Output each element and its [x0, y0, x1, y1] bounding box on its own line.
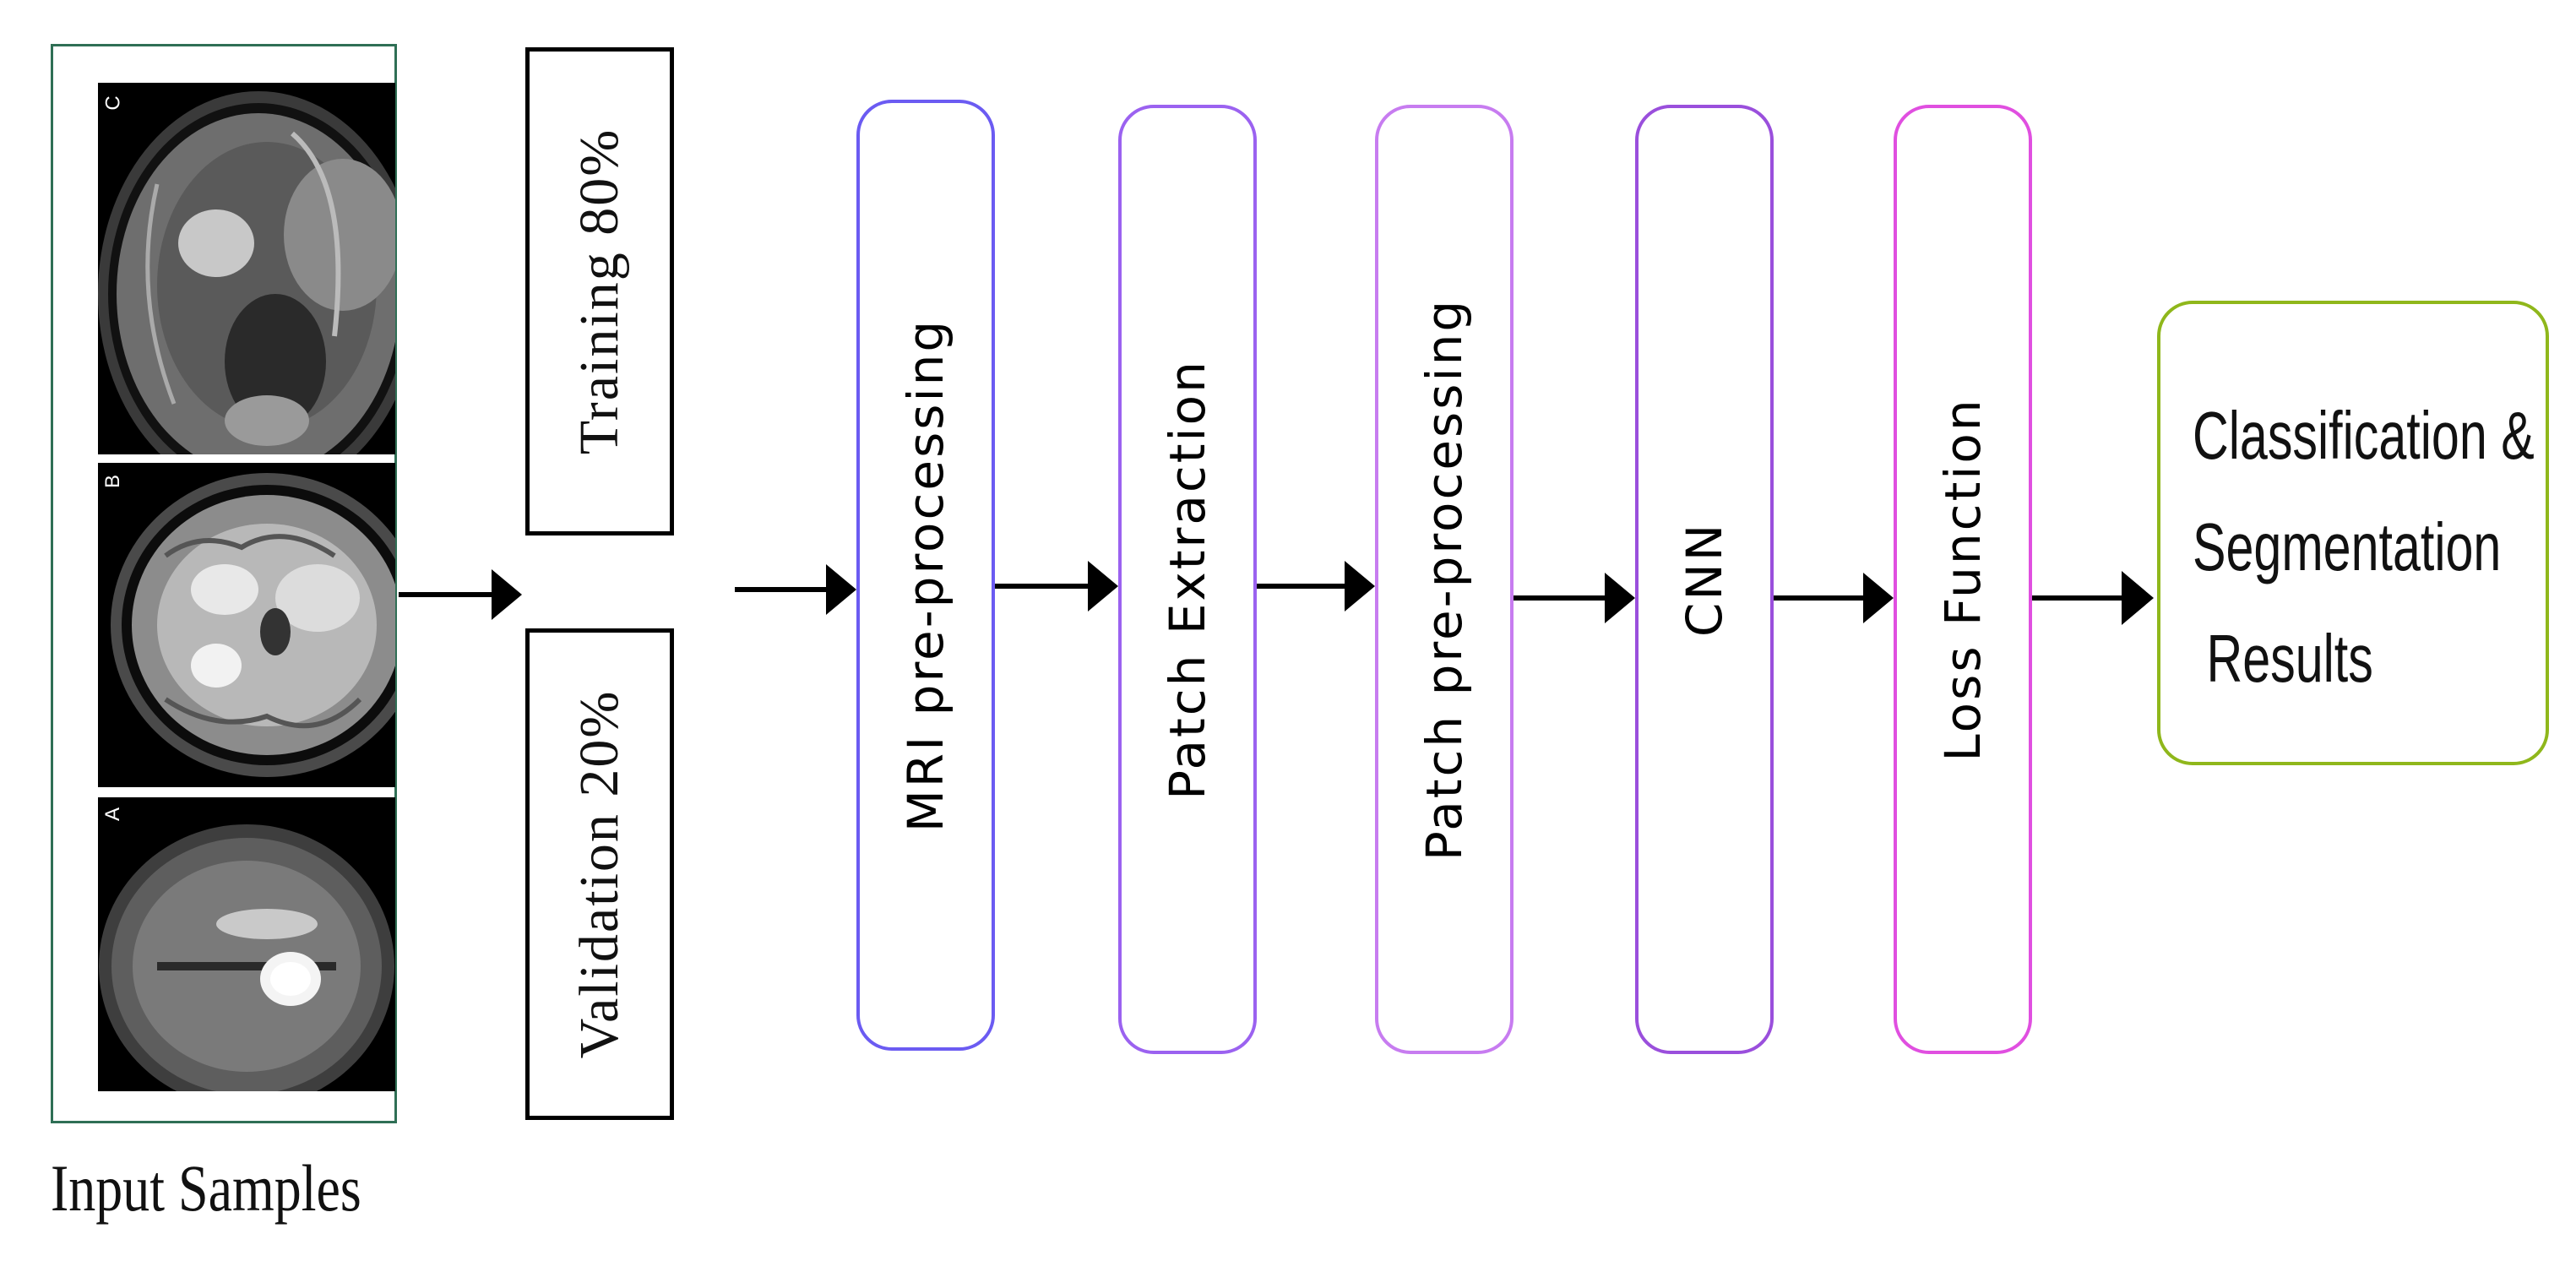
- arrow-mri-to-patch-extraction: [995, 561, 1118, 612]
- arrow-patch-extraction-to-patch-preprocessing: [1257, 561, 1375, 612]
- mri-sample-c: C: [98, 83, 395, 454]
- arrow-cnn-to-loss-function: [1774, 573, 1894, 623]
- stage-cnn: CNN: [1635, 105, 1774, 1054]
- arrow-loss-function-to-results: [2032, 571, 2154, 625]
- training-split-box: Training 80%: [525, 47, 674, 535]
- stage-loss-function: Loss Function: [1894, 105, 2032, 1054]
- arrow-patch-preprocessing-to-cnn: [1514, 573, 1635, 623]
- validation-split-box: Validation 20%: [525, 628, 674, 1120]
- mri-sample-b: B: [98, 463, 395, 787]
- stage-patch-preprocessing: Patch pre-processing: [1375, 105, 1514, 1054]
- input-samples-caption: Input Samples: [51, 1151, 361, 1225]
- mri-sample-a-image: [98, 797, 395, 1091]
- mri-sample-a: A: [98, 797, 395, 1091]
- arrow-split-to-mri: [735, 564, 856, 615]
- stage-mri-preprocessing: MRI pre-processing: [856, 100, 995, 1051]
- results-label: Classification & Segmentation Results: [2193, 398, 2535, 696]
- stage-patch-extraction: Patch Extraction: [1118, 105, 1257, 1054]
- arrow-samples-to-split: [399, 569, 522, 620]
- mri-sample-c-image: [98, 83, 395, 454]
- results-box: Classification & Segmentation Results: [2157, 301, 2549, 765]
- mri-sample-b-image: [98, 463, 395, 787]
